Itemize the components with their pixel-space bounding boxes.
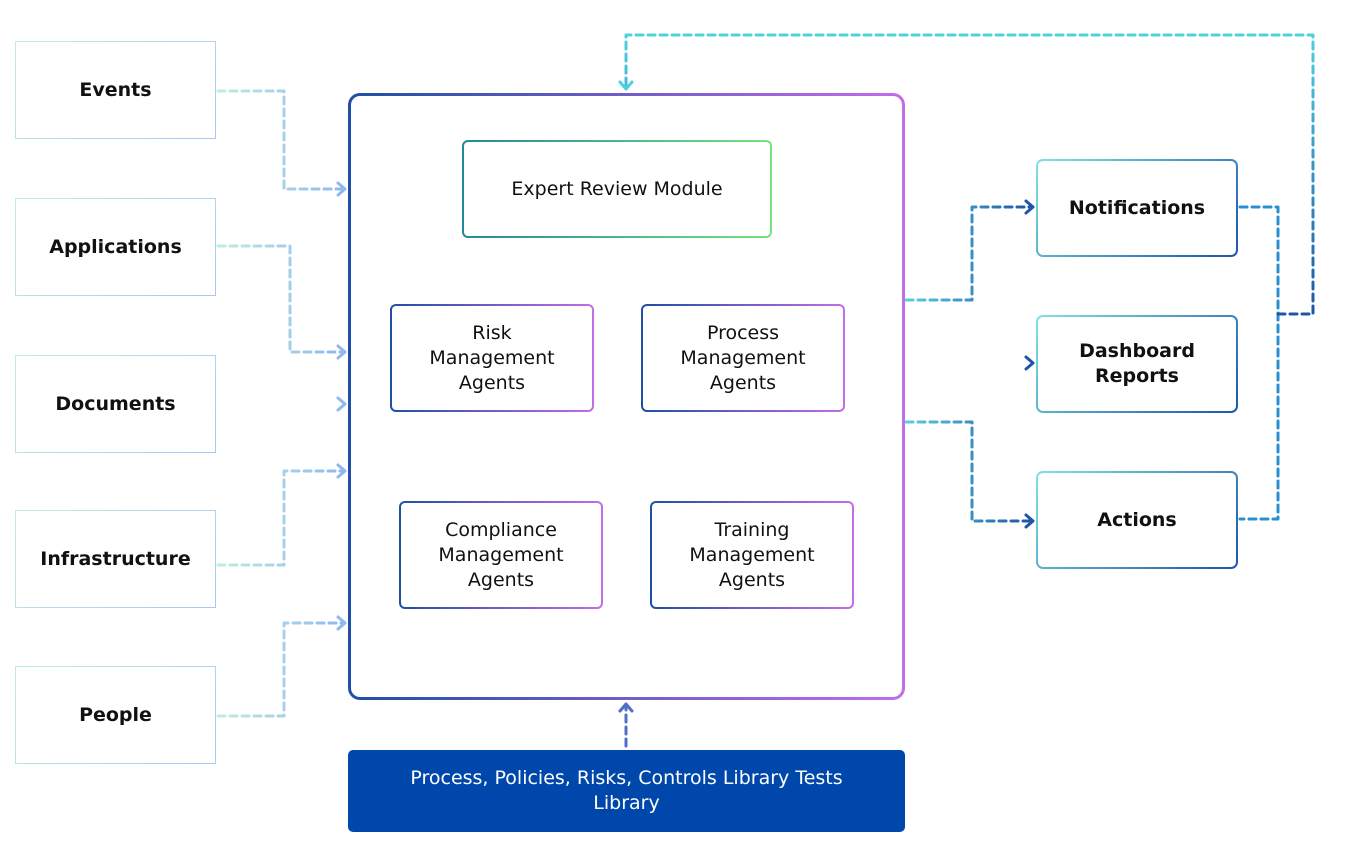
input-infrastructure: Infrastructure [15, 510, 216, 608]
connector-applications [216, 244, 344, 354]
connector-people [216, 621, 344, 718]
connector-infrastructure [216, 469, 344, 567]
arrowhead-actions [1024, 513, 1035, 529]
arrowhead-events [336, 181, 347, 197]
arrowhead-documents [336, 396, 347, 412]
arrowhead-library [618, 702, 634, 713]
output-dashboard-reports: Dashboard Reports [1036, 315, 1238, 413]
arrowhead-dashboard [1024, 355, 1035, 371]
connector-feedback-right [1238, 205, 1280, 521]
compliance-management-agents: Compliance Management Agents [399, 501, 603, 609]
input-events: Events [15, 41, 216, 139]
connector-notifications [904, 205, 1032, 302]
expert-review-module: Expert Review Module [462, 140, 772, 238]
input-people: People [15, 666, 216, 764]
connector-feedback-loop [624, 33, 1315, 316]
output-actions: Actions [1036, 471, 1238, 569]
connector-events [216, 89, 344, 191]
input-documents: Documents [15, 355, 216, 453]
arrowhead-people [336, 615, 347, 631]
output-notifications: Notifications [1036, 159, 1238, 257]
training-management-agents: Training Management Agents [650, 501, 854, 609]
arrowhead-applications [336, 344, 347, 360]
process-management-agents: Process Management Agents [641, 304, 845, 412]
connector-actions [904, 420, 1032, 523]
input-applications: Applications [15, 198, 216, 296]
controls-library: Process, Policies, Risks, Controls Libra… [348, 750, 905, 832]
arrowhead-infrastructure [336, 463, 347, 479]
risk-management-agents: Risk Management Agents [390, 304, 594, 412]
arrowhead-feedback [618, 80, 634, 91]
arrowhead-notifications [1024, 199, 1035, 215]
